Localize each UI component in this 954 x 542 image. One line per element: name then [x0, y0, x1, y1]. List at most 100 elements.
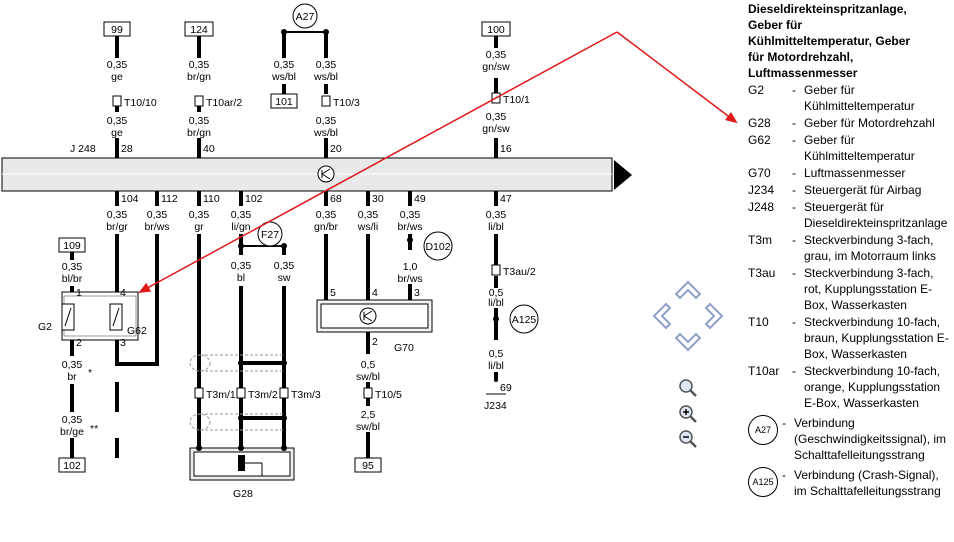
svg-text:102: 102 [245, 193, 263, 205]
legend-dash: - [792, 166, 796, 180]
svg-text:ws/li: ws/li [357, 221, 378, 233]
svg-text:110: 110 [203, 193, 220, 205]
svg-text:0,35: 0,35 [107, 115, 128, 127]
svg-text:0,35: 0,35 [62, 261, 83, 273]
svg-text:*: * [88, 367, 92, 379]
svg-text:gr: gr [194, 221, 204, 233]
terminal-99: 99 [103, 21, 131, 37]
svg-text:0,35: 0,35 [274, 59, 295, 71]
legend-entry: T3au -Steckverbindung 3-fach, rot, Kupplu… [748, 265, 954, 313]
svg-text:16: 16 [500, 143, 512, 155]
svg-text:0,35: 0,35 [316, 209, 337, 221]
svg-text:0,35: 0,35 [400, 209, 421, 221]
svg-text:gn/sw: gn/sw [482, 61, 510, 73]
magnifier-icon[interactable] [677, 378, 699, 398]
svg-text:0,35: 0,35 [316, 115, 337, 127]
svg-text:95: 95 [362, 460, 374, 472]
legend-code: T10 [748, 315, 769, 329]
legend-desc: Geber für Kühlmitteltemperatur [804, 83, 915, 113]
svg-text:sw/bl: sw/bl [356, 421, 380, 433]
svg-text:69: 69 [500, 382, 512, 394]
svg-text:gn/br: gn/br [314, 221, 338, 233]
svg-text:li/gn: li/gn [231, 221, 250, 233]
svg-text:49: 49 [414, 193, 426, 205]
svg-text:104: 104 [121, 193, 139, 205]
legend-entry: T10ar-Steckverbindung 10-fach, orange, K… [748, 363, 954, 411]
legend-panel: Dieseldirekteinspritzanlage, Geber für K… [748, 0, 954, 542]
legend-desc: Geber für Motordrehzahl [804, 116, 935, 130]
svg-text:5: 5 [330, 287, 336, 299]
legend-desc: Luftmassenmesser [804, 166, 906, 180]
svg-text:40: 40 [203, 143, 215, 155]
svg-text:ge: ge [111, 71, 123, 83]
svg-text:0,35: 0,35 [62, 414, 83, 426]
svg-text:0,5: 0,5 [489, 287, 504, 299]
svg-text:30: 30 [372, 193, 384, 205]
svg-text:br/gn: br/gn [187, 71, 211, 83]
zoom-in-icon[interactable] [677, 404, 699, 424]
legend-circle-code: A27 [748, 415, 778, 445]
legend-title: Dieseldirekteinspritzanlage, Geber für K… [748, 1, 954, 81]
pan-left-icon[interactable] [652, 302, 672, 330]
legend-code: G28 [748, 116, 771, 130]
legend-desc: Verbindung (Geschwindigkeitssignal), im … [794, 416, 947, 462]
terminal-102: 102 [58, 457, 86, 473]
svg-text:0,35: 0,35 [486, 111, 507, 123]
svg-text:T3au/2: T3au/2 [503, 266, 536, 278]
legend-entry: T10-Steckverbindung 10-fach, braun, Kupp… [748, 314, 954, 362]
connector-t10-5: T10/5 [363, 387, 402, 401]
legend-title-line: Luftmassenmesser [748, 66, 858, 80]
legend-entry: G28-Geber für Motordrehzahl [748, 115, 954, 131]
pan-up-icon[interactable] [674, 280, 702, 300]
legend-entry: J248-Steuergerät für Dieseldirekteinspri… [748, 199, 954, 231]
svg-text:0,35: 0,35 [231, 209, 252, 221]
svg-text:0,35: 0,35 [316, 59, 337, 71]
sensor-g2-g62: G2 G62 1 2 4 3 [38, 287, 147, 349]
legend-desc: Verbindung (Crash-Signal), im Schalttafe… [794, 468, 941, 498]
circle-f27: F27 [257, 221, 283, 247]
svg-text:0,35: 0,35 [189, 115, 210, 127]
legend-desc: Geber für Kühlmitteltemperatur [804, 133, 915, 163]
svg-text:G28: G28 [233, 488, 253, 500]
f27-junction [238, 243, 287, 249]
zoom-out-icon[interactable] [677, 429, 699, 449]
svg-text:0,35: 0,35 [107, 209, 128, 221]
sensor-g28: G28 [189, 447, 295, 500]
legend-entry: G70-Luftmassenmesser [748, 165, 954, 181]
svg-text:0,35: 0,35 [486, 209, 507, 221]
svg-text:1,0: 1,0 [403, 261, 418, 273]
bus-pins-bottom: 104 112 110 102 68 30 49 47 [121, 193, 512, 205]
svg-text:112: 112 [161, 193, 178, 205]
svg-text:0,35: 0,35 [486, 49, 507, 61]
svg-text:109: 109 [63, 240, 81, 252]
bus-pins-top: 28 40 20 16 [121, 143, 512, 155]
legend-desc: Steckverbindung 3-fach, rot, Kupplungsst… [804, 266, 934, 312]
pan-control [652, 280, 724, 352]
svg-text:47: 47 [500, 193, 512, 205]
svg-text:20: 20 [330, 143, 342, 155]
legend-dash: - [792, 133, 796, 147]
pan-down-icon[interactable] [674, 332, 702, 352]
module-j234: 69 J234 [484, 378, 512, 412]
svg-text:102: 102 [63, 460, 81, 472]
circle-a125: A125 [493, 304, 539, 334]
legend-dash: - [792, 266, 796, 280]
bus-j248 [1, 157, 632, 192]
svg-text:2: 2 [76, 337, 82, 349]
legend-circle-code: A125 [748, 467, 778, 497]
wiring-diagram: 99 124 101 100 A27 0,35 [1, 3, 738, 500]
circle-a27: A27 [292, 3, 318, 29]
legend-code: T3au [748, 266, 776, 280]
legend-dash: - [792, 200, 796, 214]
legend-dash: - [782, 416, 786, 430]
legend-title-line: Geber für [748, 18, 803, 32]
legend-desc: Steckverbindung 3-fach, grau, im Motorra… [804, 233, 937, 263]
svg-text:ws/bl: ws/bl [313, 127, 338, 139]
svg-text:li/bl: li/bl [488, 297, 504, 309]
legend-title-line: für Motordrehzahl, [748, 50, 854, 64]
svg-text:0,5: 0,5 [361, 359, 376, 371]
pan-right-icon[interactable] [704, 302, 724, 330]
a27-junction [281, 29, 329, 35]
legend-title-line: Dieseldirekteinspritzanlage, [748, 2, 907, 16]
